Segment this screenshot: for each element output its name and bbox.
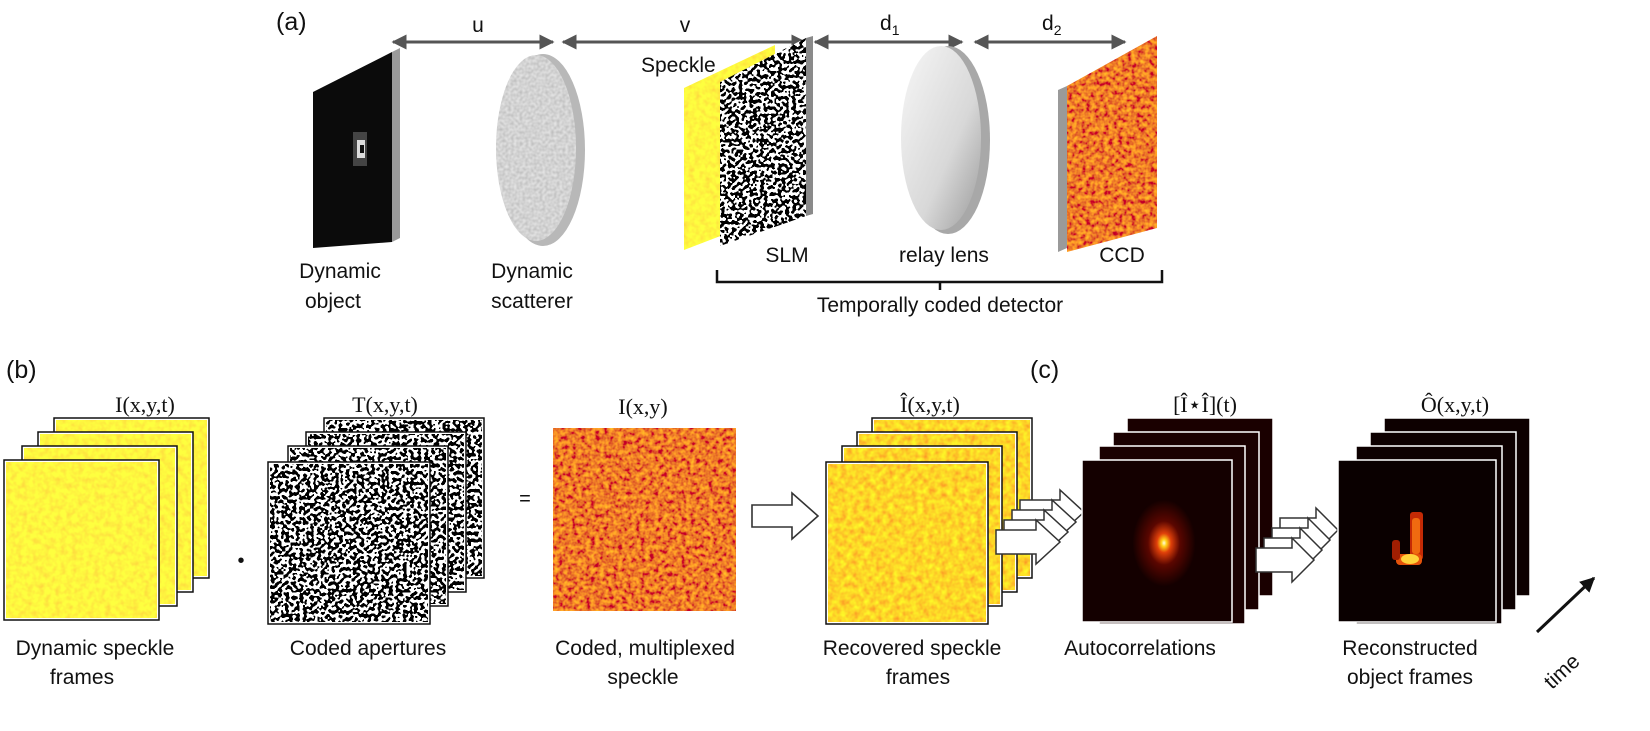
caption-recovered-2: frames (886, 666, 950, 689)
panel-c-label: (c) (1030, 356, 1059, 384)
recovered-front-fill (828, 464, 986, 622)
caption-dynamic-speckle-1: Dynamic speckle (16, 637, 175, 660)
formula-multiplexed-speckle: I(x,y) (618, 394, 667, 419)
panel-a: (a) u v d1 d2 Speckle (276, 8, 1164, 317)
ccd-edge (1058, 86, 1067, 252)
detector-label: Temporally coded detector (817, 294, 1063, 317)
panel-b: (b) I(x,y,t) Dynamic speckle frames • (3, 356, 1033, 689)
ccd (1058, 36, 1157, 252)
panel-a-label: (a) (276, 8, 307, 36)
component-label-ccd: CCD (1099, 244, 1145, 267)
equals-operator: = (519, 488, 531, 510)
time-arrow (1535, 576, 1596, 634)
dynamic-object (313, 48, 400, 248)
caption-recovered-1: Recovered speckle (823, 637, 1002, 660)
ccd-texture (1067, 36, 1157, 252)
multiplexed-speckle-image (553, 428, 736, 611)
caption-multiplexed-2: speckle (607, 666, 678, 689)
component-label-object-2: object (305, 290, 361, 313)
autocorr-peak (1132, 499, 1196, 587)
stack-reconstructed-objects: Ô(x,y,t) Reconstructed object frames (1337, 392, 1531, 689)
speckle-label: Speckle (641, 54, 716, 77)
stack-multiplexed-speckle: I(x,y) Coded, multiplexed speckle (553, 394, 736, 689)
object-face (313, 52, 392, 248)
object-edge (392, 48, 400, 242)
panel-b-label: (b) (6, 356, 37, 384)
formula-reconstructed: Ô(x,y,t) (1421, 392, 1489, 417)
object-pattern-core (360, 145, 364, 153)
component-label-slm: SLM (765, 244, 808, 267)
panel-c: (c) [Î⋆Î](t) Autocorrelations (995, 356, 1596, 694)
caption-coded-apertures: Coded apertures (290, 637, 446, 660)
distance-label-d1: d1 (880, 12, 900, 38)
dot-operator: • (237, 550, 244, 572)
time-label: time (1540, 650, 1585, 694)
formula-dynamic-speckle: I(x,y,t) (115, 392, 175, 417)
distance-arrows: u v d1 d2 (391, 12, 1127, 50)
formula-recovered-speckle: Î(x,y,t) (900, 392, 960, 417)
relay-lens (901, 46, 990, 234)
caption-reconstructed-1: Reconstructed (1342, 637, 1477, 660)
component-label-scatterer-1: Dynamic (491, 260, 573, 283)
detector-bracket (715, 270, 1164, 290)
caption-multiplexed-1: Coded, multiplexed (555, 637, 735, 660)
caption-dynamic-speckle-2: frames (50, 666, 114, 689)
scatterer-texture (496, 55, 576, 241)
caption-reconstructed-2: object frames (1347, 666, 1473, 689)
distance-label-d2: d2 (1042, 12, 1062, 38)
process-arrows-autocorrelate (995, 488, 1086, 566)
formula-coded-apertures: T(x,y,t) (352, 392, 418, 417)
formula-autocorrelations: [Î⋆Î](t) (1173, 392, 1237, 417)
stack-autocorrelations: [Î⋆Î](t) Autocorrelations (1064, 392, 1274, 660)
component-label-scatterer-2: scatterer (491, 290, 573, 313)
distance-label-v: v (680, 14, 691, 37)
caption-autocorrelations: Autocorrelations (1064, 637, 1216, 660)
reconstructed-j-shape (1392, 512, 1423, 565)
distance-label-u: u (472, 14, 484, 37)
stack-coded-apertures: T(x,y,t) Coded apertures (267, 392, 485, 660)
frame-front-fill (6, 462, 157, 618)
component-label-relay-lens: relay lens (899, 244, 989, 267)
slm-edge (806, 36, 813, 216)
stack-dynamic-speckle: I(x,y,t) Dynamic speckle frames (3, 392, 210, 689)
lens-face (901, 46, 981, 230)
process-arrow-recover (751, 491, 820, 541)
component-label-object-1: Dynamic (299, 260, 381, 283)
process-arrows-reconstruct (1255, 506, 1340, 584)
aperture-front-fill (270, 464, 428, 622)
dynamic-scatterer (496, 54, 585, 246)
